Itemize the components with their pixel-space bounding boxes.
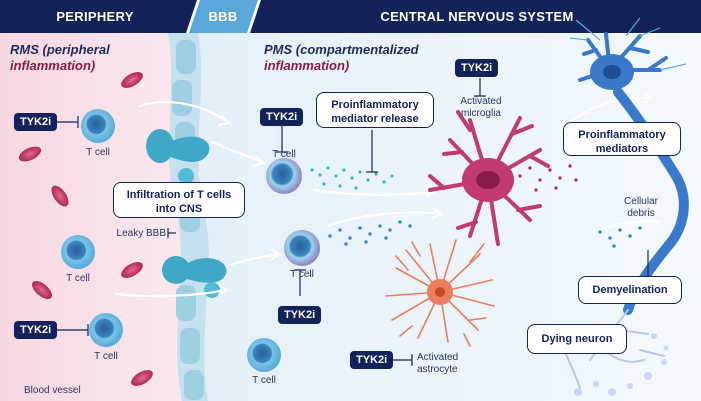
demyelination-box: Demyelination <box>578 276 682 304</box>
red-blood-cell <box>32 281 52 299</box>
red-blood-cell <box>51 185 69 207</box>
rms-title-main: RMS (peripheral <box>10 42 110 57</box>
cns-header-bar <box>250 0 701 33</box>
inhibitor-lines <box>52 78 649 366</box>
tyk2i-badge-pms-top: TYK2i <box>260 108 304 126</box>
leaky-bbb-label: Leaky BBB <box>116 228 166 239</box>
periphery-header-bar <box>0 0 197 33</box>
t-cells <box>61 109 320 372</box>
red-blood-cell <box>18 146 42 162</box>
t-cell-label: T cell <box>290 269 314 280</box>
tyk2i-badge-pms-bottom: TYK2i <box>278 306 322 324</box>
dying-neuron-box: Dying neuron <box>527 324 627 354</box>
rms-title-accent: inflammation) <box>10 58 96 73</box>
tyk2i-badge-microglia: TYK2i <box>455 59 499 77</box>
t-cell <box>266 158 302 194</box>
pms-title-main: PMS (compartmentalized <box>264 42 419 57</box>
dying-neuron-fragments <box>574 333 669 396</box>
pms-title: PMS (compartmentalized inflammation) <box>264 42 464 74</box>
red-blood-cell <box>121 262 143 278</box>
proinflammatory-release-box: Proinflammatory mediator release <box>316 92 434 128</box>
tyk2i-badge-rms-top: TYK2i <box>14 113 58 131</box>
red-blood-cells <box>18 72 153 386</box>
activated-microglia-label: Activated microglia <box>460 96 502 119</box>
bbb-header-bar <box>189 0 258 33</box>
t-cell <box>61 235 95 269</box>
bbb-header: BBB <box>208 9 238 24</box>
activated-astrocyte-label: Activated astrocyte <box>417 352 459 375</box>
pms-title-accent: inflammation) <box>264 58 350 73</box>
infiltrating-t-cell-upper <box>146 129 210 184</box>
t-cell-label: T cell <box>94 351 118 362</box>
red-blood-cell <box>131 370 153 386</box>
cellular-debris-label: Cellular debris <box>624 196 658 219</box>
tyk2i-badge-astrocyte: TYK2i <box>350 351 394 369</box>
t-cell-label: T cell <box>272 149 296 160</box>
cytokine-dots <box>310 156 642 248</box>
infiltration-box: Infiltration of T cells into CNS <box>113 182 245 218</box>
rms-title: RMS (peripheral inflammation) <box>10 42 180 74</box>
t-cell <box>89 313 123 347</box>
t-cell <box>284 230 320 266</box>
blood-vessel-label: Blood vessel <box>24 385 81 396</box>
t-cell <box>247 338 281 372</box>
cns-header: CENTRAL NERVOUS SYSTEM <box>380 9 574 24</box>
t-cell-label: T cell <box>86 147 110 158</box>
periphery-header: PERIPHERY <box>56 9 134 24</box>
t-cell <box>81 109 115 143</box>
infiltrating-t-cell-lower <box>162 256 227 298</box>
t-cell-label: T cell <box>252 375 276 386</box>
migration-arrows <box>114 92 662 298</box>
red-blood-cell <box>121 72 143 88</box>
t-cell-label: T cell <box>66 273 90 284</box>
neuron-fine-processes <box>569 17 687 71</box>
tyk2i-badge-rms-bottom: TYK2i <box>14 321 58 339</box>
proinflammatory-mediators-box: Proinflammatory mediators <box>563 122 681 156</box>
